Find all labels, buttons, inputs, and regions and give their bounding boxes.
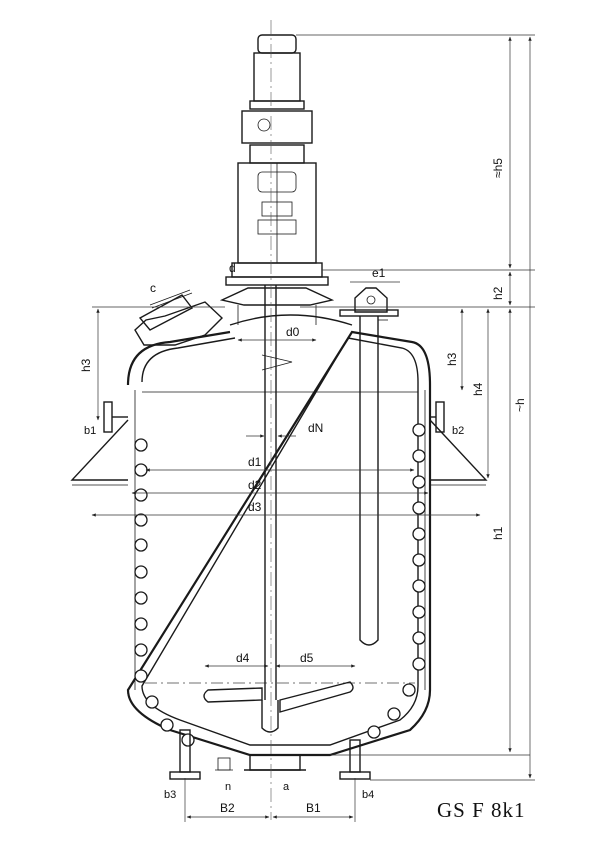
label-B2: B2 [220,801,235,815]
label-d4: d4 [236,651,250,665]
support-lug-right [429,401,488,486]
label-h3-right: h3 [445,352,459,366]
label-h3-left: h3 [79,358,93,372]
support-lug-left [70,401,129,486]
label-h: ~h [513,398,527,412]
vessel-body [126,314,432,757]
nozzle-n [215,757,233,771]
bottom-outlet [244,755,306,771]
label-e1: e1 [372,266,386,280]
heating-coil-left [134,438,195,747]
label-h1: h1 [491,526,505,540]
label-dN: dN [308,421,323,435]
label-c: c [150,281,156,295]
label-d0: d0 [286,325,300,339]
label-h4: h4 [471,382,485,396]
label-d: d [229,261,236,275]
label-b4: b4 [362,789,374,801]
baffle-pipe [339,287,399,646]
label-d3: d3 [248,500,262,514]
label-b2: b2 [452,425,464,437]
agitator-shaft [261,285,293,700]
label-d5: d5 [300,651,314,665]
anchor-impeller [203,681,354,733]
label-d1: d1 [248,455,262,469]
agitator-drive [219,34,335,325]
label-d2: d2 [248,478,262,492]
labels: c d e1 d0 dN d1 d2 d3 d4 d5 b1 b2 b3 b4 … [79,158,527,822]
drawing-title: GS F 8k1 [437,798,526,822]
nozzle-c [134,289,224,346]
foot-right [339,739,371,780]
label-b3: b3 [164,789,176,801]
label-n: n [225,781,231,793]
label-B1: B1 [306,801,321,815]
label-b1: b1 [84,425,96,437]
heating-coil-right [367,423,426,739]
label-h2: h2 [491,286,505,300]
dimension-lines [91,34,535,822]
label-h5: ≈h5 [491,158,505,178]
label-a: a [283,781,290,793]
